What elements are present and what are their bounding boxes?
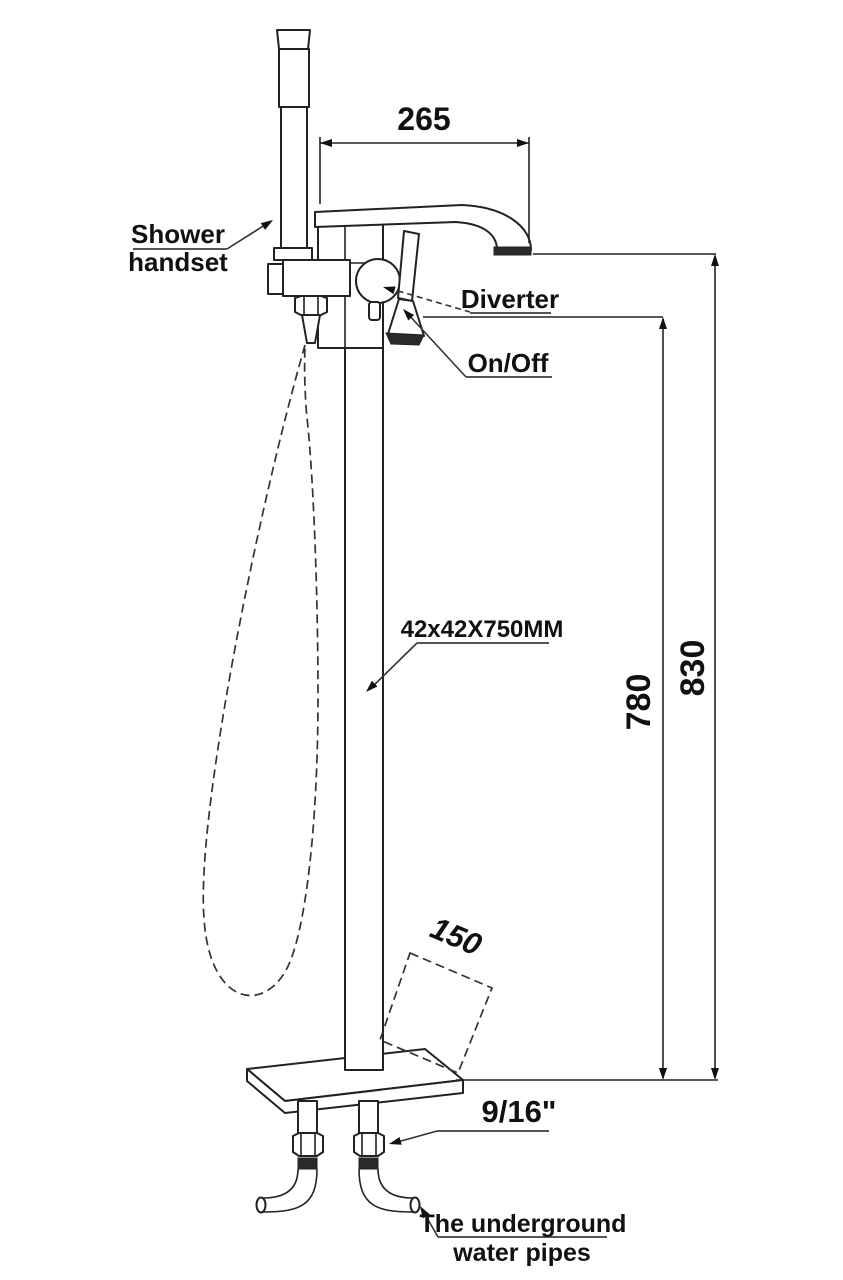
shower-handset — [273, 29, 313, 261]
callout-on-off: On/Off — [403, 309, 552, 378]
underground-label-line2: water pipes — [452, 1239, 591, 1267]
lever-base-band — [385, 332, 425, 346]
thread-spec-arrow — [389, 1137, 402, 1145]
column-spec-leader — [370, 642, 418, 689]
left-pipe-nut — [292, 1132, 324, 1157]
dim-830-arrow-top — [711, 254, 719, 266]
diverter-stem — [368, 301, 381, 321]
dim-780-label: 780 — [620, 674, 658, 731]
on-off-lever — [385, 230, 425, 346]
left-elbow — [262, 1168, 318, 1213]
dim-830-label: 830 — [674, 640, 712, 697]
hose-connector — [301, 314, 321, 344]
right-elbow — [358, 1168, 414, 1213]
handset-cap — [276, 29, 311, 50]
left-pipe-coupling — [297, 1157, 318, 1170]
callout-underground-pipes: The underground water pipes — [420, 1206, 627, 1267]
dim-780-arrow-bottom — [659, 1068, 667, 1080]
right-pipe-nut — [353, 1132, 385, 1157]
holder-bracket — [267, 263, 284, 295]
right-pipe-tube — [358, 1100, 379, 1135]
diverter-label: Diverter — [461, 284, 559, 314]
callout-column-spec: 42x42X750MM — [366, 616, 564, 692]
diverter-dial — [355, 258, 401, 304]
underground-arrow — [420, 1206, 430, 1219]
underground-label-line1: The underground — [420, 1210, 627, 1238]
column-tube — [344, 347, 384, 1071]
dim-spout-reach: 265 — [319, 101, 530, 243]
dim-265-arrow-left — [320, 139, 332, 147]
shower-handset-leader — [226, 222, 269, 250]
dim-780-arrow-top — [659, 317, 667, 329]
on-off-label: On/Off — [468, 348, 549, 378]
dim-spout-height: 830 — [533, 253, 719, 1080]
left-pipe-tube — [297, 1100, 318, 1135]
hose-nut-facets — [303, 296, 319, 315]
dim-handle-height: 780 — [423, 316, 667, 1080]
holder-block — [282, 259, 351, 297]
diverter-arrow — [383, 286, 396, 295]
handset-grip — [278, 48, 310, 108]
diverter-knob — [355, 258, 401, 321]
underground-pipes — [255, 1100, 421, 1214]
diverter-leader — [387, 287, 471, 313]
shower-hose — [202, 344, 319, 997]
left-pipe-nut-facets — [300, 1133, 316, 1156]
spout — [314, 204, 532, 256]
callout-shower-handset: Shower handset — [128, 219, 273, 277]
handset-holder — [267, 259, 351, 344]
spout-aerator — [493, 246, 532, 256]
column — [344, 347, 384, 1071]
right-pipe-coupling — [358, 1157, 379, 1170]
on-off-leader — [406, 312, 467, 378]
column-spec-arrow — [366, 680, 378, 692]
on-off-arrow — [403, 309, 415, 321]
base-footprint-square — [378, 951, 494, 1075]
handset-body — [280, 106, 308, 249]
right-elbow-opening — [409, 1196, 421, 1214]
handset-collar — [273, 247, 313, 261]
thread-spec-label: 9/16" — [481, 1094, 556, 1129]
shower-handset-label-line2: handset — [128, 247, 228, 277]
dim-265-arrow-right — [517, 139, 529, 147]
left-elbow-opening — [255, 1196, 267, 1214]
shower-handset-arrow — [260, 220, 273, 230]
callout-diverter: Diverter — [383, 284, 559, 314]
thread-spec-leader — [393, 1130, 438, 1144]
dim-265-label: 265 — [397, 101, 450, 137]
lever-handle — [397, 230, 420, 302]
callout-thread-spec: 9/16" — [389, 1094, 557, 1145]
shower-handset-label-line1: Shower — [131, 219, 225, 249]
dim-265-extensions — [319, 137, 530, 243]
right-pipe-nut-facets — [361, 1133, 377, 1156]
column-spec-label: 42x42X750MM — [401, 616, 564, 643]
hose-nut — [294, 295, 328, 316]
lever-flare — [387, 298, 425, 337]
dim-150-label: 150 — [425, 910, 486, 962]
dim-830-arrow-bottom — [711, 1068, 719, 1080]
